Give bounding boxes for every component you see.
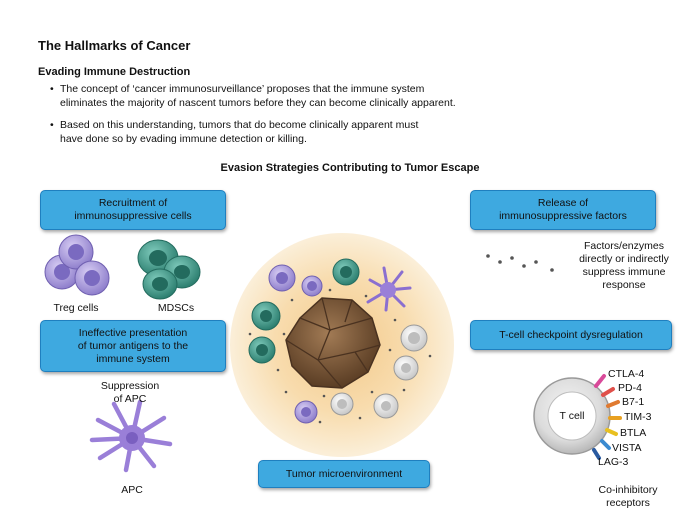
- bullet-line: eliminates the majority of nascent tumor…: [60, 97, 456, 109]
- microenvironment-apc: [366, 266, 412, 312]
- box-text: of tumor antigens to the: [77, 339, 189, 352]
- box-text: T-cell checkpoint dysregulation: [499, 328, 643, 341]
- receptor-label-ctla4: CTLA-4: [608, 368, 645, 380]
- section-subtitle: Evading Immune Destruction: [38, 66, 191, 78]
- suppression-label: Suppression of APC: [92, 380, 168, 406]
- box-text: Release of: [537, 197, 589, 209]
- factors-line: suppress immune: [582, 266, 666, 278]
- suppression-line: Suppression: [100, 380, 160, 392]
- box-text: immune system: [96, 352, 170, 365]
- coinhibitory-line: Co-inhibitory: [598, 484, 658, 496]
- box-text: immunosuppressive factors: [499, 210, 627, 222]
- receptor-label-b71: B7-1: [622, 396, 645, 408]
- page-title: The Hallmarks of Cancer: [38, 38, 191, 53]
- box-text: Recruitment of: [98, 197, 168, 209]
- apc-cell: [89, 399, 173, 473]
- factors-line: Factors/enzymes: [584, 240, 664, 252]
- box-checkpoint: T-cell checkpoint dysregulation: [470, 320, 672, 350]
- receptor-label-pd4: PD-4: [618, 382, 642, 394]
- t-cell: [533, 377, 611, 455]
- tumor-mass: [285, 297, 381, 389]
- bullet-evasion: Based on this understanding, tumors that…: [50, 118, 620, 146]
- receptor-label-lag3: LAG-3: [598, 456, 629, 468]
- receptor-stubs: [592, 374, 622, 460]
- diagram-heading: Evasion Strategies Contributing to Tumor…: [220, 162, 480, 174]
- apc-label: APC: [121, 484, 143, 496]
- tcell-label: T cell: [559, 410, 585, 422]
- box-release: Release of immunosuppressive factors: [470, 190, 656, 230]
- factors-line: response: [602, 279, 646, 291]
- mdsc-cells: [137, 239, 201, 300]
- coinhibitory-line: receptors: [606, 497, 650, 509]
- factors-line: directly or indirectly: [579, 253, 669, 265]
- receptor-label-tim3: TIM-3: [624, 411, 652, 423]
- treg-label: Treg cells: [53, 302, 99, 314]
- box-recruitment: Recruitment of immunosuppressive cells: [40, 190, 226, 230]
- bullet-immunosurveillance: The concept of ‘cancer immunosurveillanc…: [50, 82, 620, 110]
- coinhibitory-label: Co-inhibitory receptors: [580, 484, 676, 510]
- bullet-line: Based on this understanding, tumors that…: [60, 119, 419, 131]
- bullet-line: have done so by evading immune detection…: [60, 133, 307, 145]
- box-text: Tumor microenvironment: [285, 467, 403, 480]
- suppression-line: of APC: [113, 393, 147, 405]
- receptor-label-vista: VISTA: [612, 442, 642, 454]
- bullet-line: The concept of ‘cancer immunosurveillanc…: [60, 83, 425, 95]
- receptor-label-btla: BTLA: [620, 427, 647, 439]
- box-ineffective-presentation: Ineffective presentation of tumor antige…: [40, 320, 226, 372]
- microenvironment-cells: [248, 258, 432, 424]
- box-tumor-microenvironment: Tumor microenvironment: [258, 460, 430, 488]
- treg-cells: [44, 234, 110, 296]
- factors-label: Factors/enzymes directly or indirectly s…: [564, 240, 684, 292]
- box-text: Ineffective presentation: [78, 326, 188, 339]
- factor-dots: [486, 254, 554, 272]
- box-text: immunosuppressive cells: [74, 210, 192, 222]
- mdscs-label: MDSCs: [157, 302, 195, 314]
